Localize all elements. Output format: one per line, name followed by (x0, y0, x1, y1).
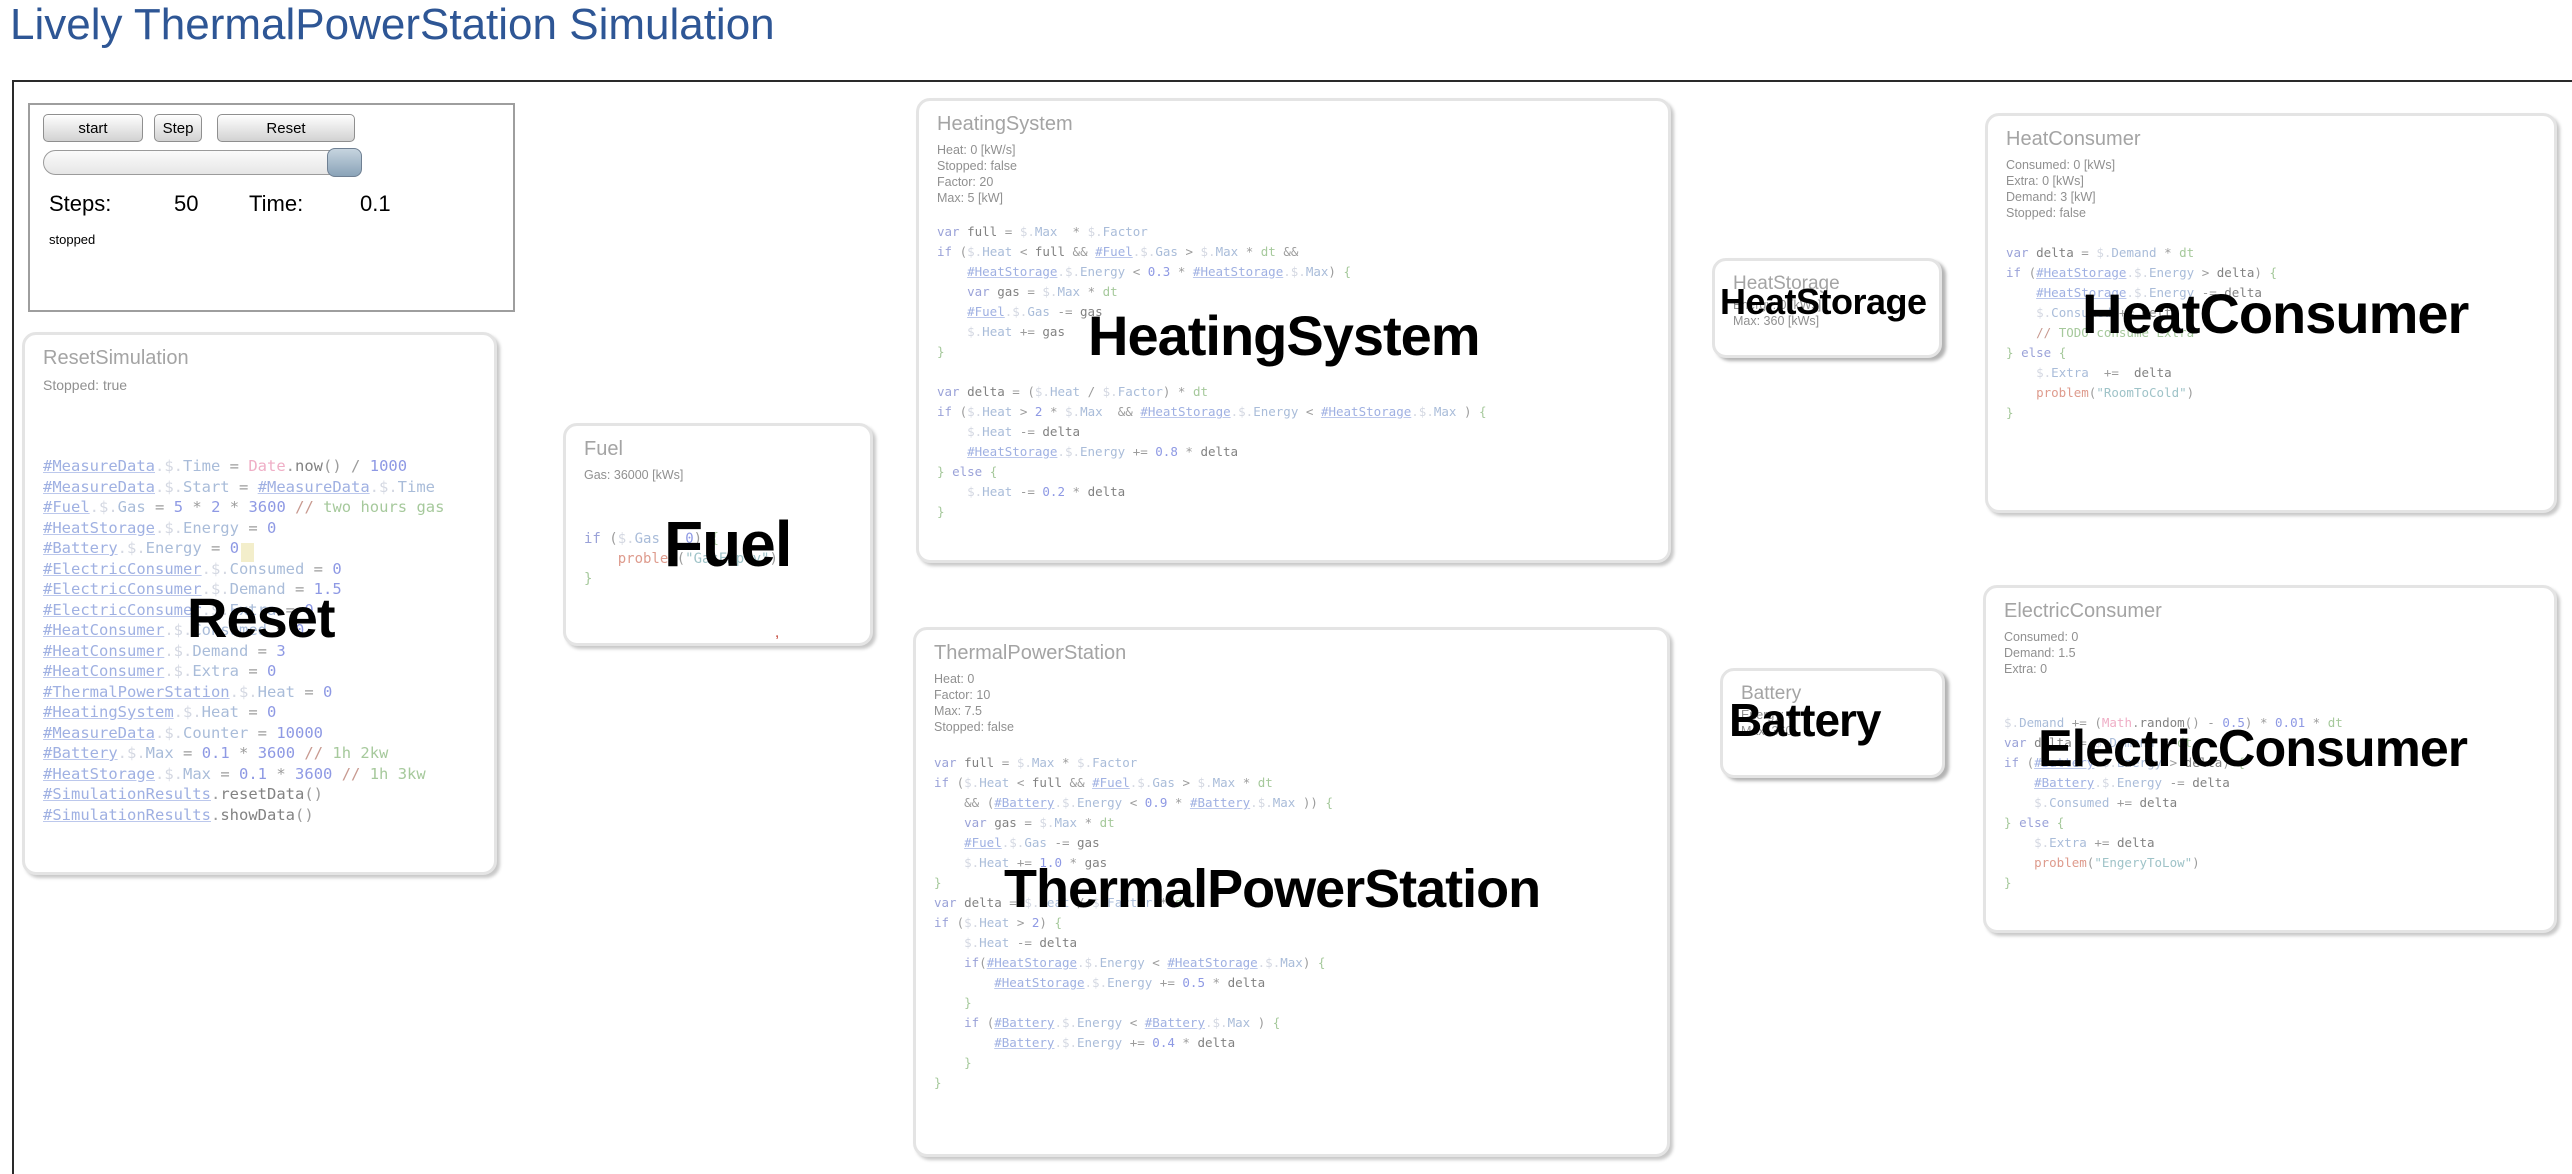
fuel-morph[interactable]: Fuel Gas: 36000 [kWs] if ($.Gas < 0) { p… (563, 423, 873, 646)
connection-marker: , (775, 624, 780, 641)
simulation-control-panel[interactable]: start Step Reset Steps: 50 Time: 0.1 sto… (28, 103, 515, 312)
time-value[interactable]: 0.1 (360, 191, 391, 216)
code-editor[interactable]: if ($.Gas < 0) { problem("GasEmpty")} (584, 531, 778, 587)
stat-consumed: Consumed: 0 (2004, 630, 2079, 644)
thermal-power-station-morph[interactable]: ThermalPowerStation Heat: 0 Factor: 10 M… (913, 627, 1670, 1157)
stat-max: Max: 7.5 (934, 704, 982, 718)
speed-slider[interactable] (43, 148, 362, 177)
morph-title: HeatStorage (1733, 273, 1840, 294)
simulation-frame (12, 80, 2572, 1174)
stat-consumed: Consumed: 0 [kWs] (2006, 158, 2116, 172)
overlay-label-electric-consumer[interactable]: ElectricConsumer (2038, 720, 2468, 778)
page-title: Lively ThermalPowerStation Simulation (10, 0, 775, 49)
overlay-label-heat-storage[interactable]: HeatStorage (1720, 281, 1927, 322)
morph-title: ElectricConsumer (2004, 600, 2162, 622)
slider-handle[interactable] (327, 148, 362, 177)
heat-storage-morph[interactable]: HeatStorage Energy: 0 [kWs] Max: 360 [kW… (1712, 258, 1942, 358)
stat-factor: Factor: 20 (937, 175, 994, 189)
morph-title: HeatingSystem (937, 113, 1073, 135)
overlay-label-battery[interactable]: Battery (1729, 694, 1882, 746)
stat-gas: Gas: 36000 [kWs] (584, 468, 684, 482)
overlay-label-fuel[interactable]: Fuel (664, 508, 793, 580)
morph-title: Fuel (584, 438, 623, 460)
stat-factor: Factor: 10 (934, 688, 991, 702)
stat-stopped: Stopped: false (934, 720, 1014, 734)
morph-title: ThermalPowerStation (934, 642, 1127, 664)
stat-extra: Extra: 0 [kWs] (2006, 174, 2084, 188)
stat-heat: Heat: 0 (934, 672, 975, 686)
stat-heat: Heat: 0 [kW/s] (937, 143, 1016, 157)
time-label: Time: (249, 191, 304, 216)
step-button[interactable]: Step (154, 114, 202, 142)
overlay-label-heat-consumer[interactable]: HeatConsumer (2082, 282, 2469, 345)
overlay-label-reset[interactable]: Reset (187, 586, 336, 649)
text-cursor (241, 543, 254, 562)
heat-consumer-morph[interactable]: HeatConsumer Consumed: 0 [kWs] Extra: 0 … (1985, 113, 2557, 513)
stat-extra: Extra: 0 (2004, 662, 2048, 676)
stat-max: Max: 360 (1741, 724, 1793, 738)
overlay-label-heating-system[interactable]: HeatingSystem (1088, 304, 1481, 367)
stat-stopped: Stopped: false (937, 159, 1017, 173)
stat-demand: Demand: 3 [kW] (2006, 190, 2096, 204)
stat-max: Max: 5 [kW] (937, 191, 1003, 205)
heating-system-morph[interactable]: HeatingSystem Heat: 0 [kW/s] Stopped: fa… (916, 98, 1671, 563)
stat-stopped: Stopped: false (2006, 206, 2086, 220)
stat-max: Max: 360 [kWs] (1733, 314, 1820, 328)
reset-button[interactable]: Reset (217, 114, 355, 142)
battery-morph[interactable]: Battery Energy: 0 Max: 360 (1720, 668, 1945, 778)
status-text: stopped (49, 232, 96, 247)
start-button[interactable]: start (43, 114, 143, 142)
morph-title: ResetSimulation (43, 347, 189, 369)
code-editor[interactable]: #MeasureData.$.Time = Date.now() / 1000#… (43, 457, 445, 824)
steps-value[interactable]: 50 (174, 191, 199, 216)
stat-energy: Energy: 0 (1741, 708, 1795, 722)
stat-stopped: Stopped: true (43, 377, 128, 393)
morph-title: HeatConsumer (2006, 128, 2141, 150)
stat-demand: Demand: 1.5 (2004, 646, 2076, 660)
code-editor[interactable]: $.Demand += (Math.random() - 0.5) * 0.01… (2004, 715, 2343, 890)
stat-energy: Energy: 0 [kWs] (1733, 298, 1822, 312)
overlay-label-thermal-power-station[interactable]: ThermalPowerStation (1004, 859, 1541, 919)
steps-label: Steps: (49, 191, 112, 216)
morph-title: Battery (1741, 683, 1802, 704)
electric-consumer-morph[interactable]: ElectricConsumer Consumed: 0 Demand: 1.5… (1983, 585, 2557, 933)
reset-simulation-morph[interactable]: ResetSimulation Stopped: true #MeasureDa… (22, 332, 497, 875)
